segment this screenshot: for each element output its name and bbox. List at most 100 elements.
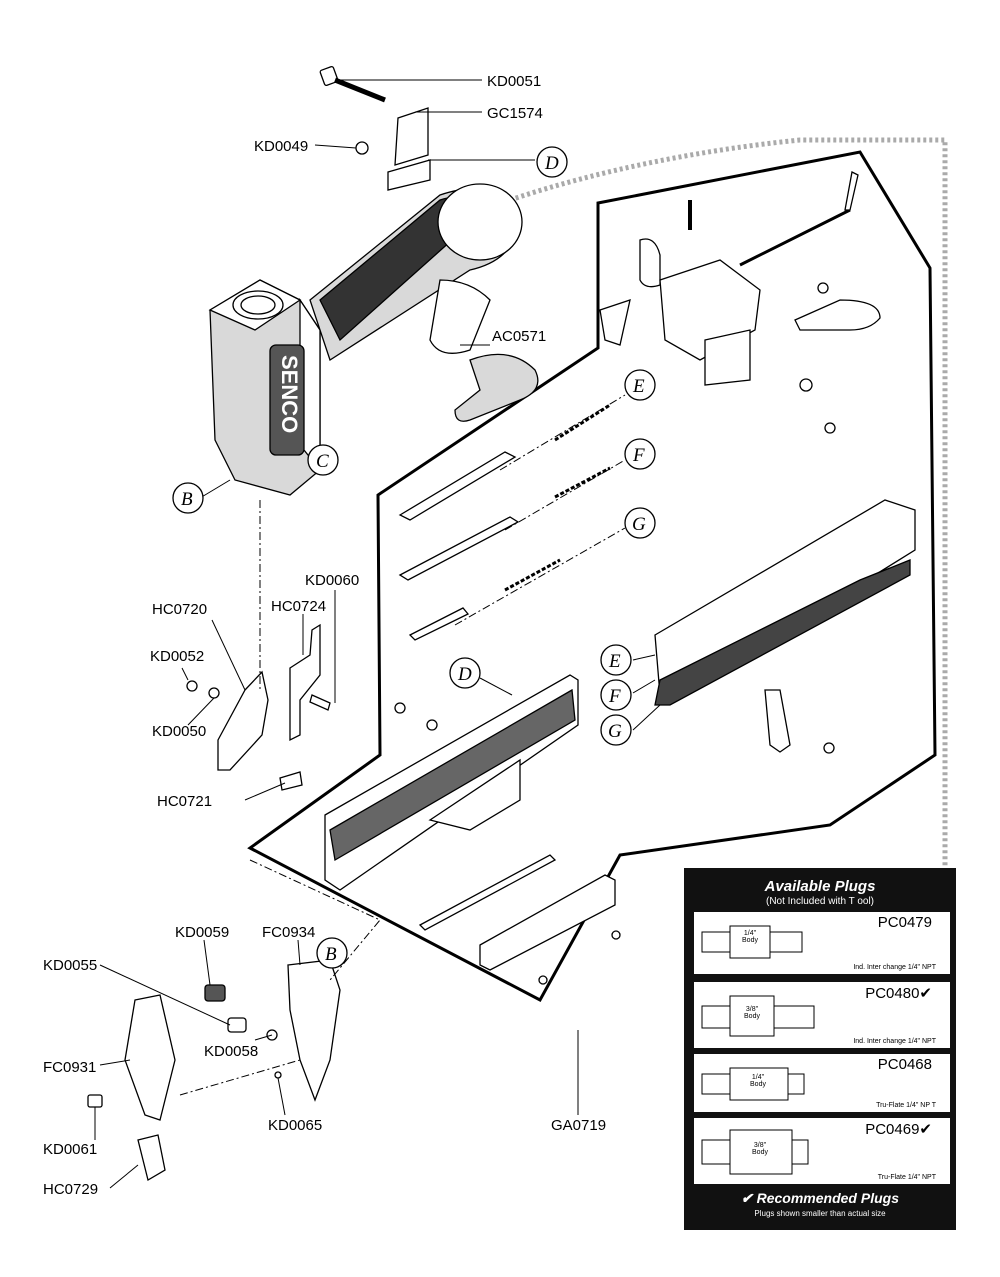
callout-b-bottom: B — [316, 937, 348, 969]
label-hc0724: HC0724 — [271, 598, 326, 615]
kd0061-part — [87, 1094, 103, 1108]
plug-note-4: Tru-Flate 1/4" NPT — [877, 1174, 936, 1181]
svg-text:D: D — [544, 153, 559, 174]
label-kd0050: KD0050 — [152, 723, 206, 740]
svg-text:G: G — [632, 514, 646, 535]
kd0052-part — [186, 680, 198, 692]
kd0059-part — [204, 984, 226, 1002]
kd0065-part — [274, 1071, 282, 1079]
hidden-outline-2 — [249, 859, 381, 981]
plug-dotted-leader — [509, 137, 948, 870]
assembly-boundary — [247, 150, 937, 1003]
plug-code-1: PC0479 — [877, 914, 932, 931]
label-hc0720: HC0720 — [152, 601, 207, 618]
plug-icon-3 — [701, 1067, 805, 1101]
label-kd0058: KD0058 — [204, 1043, 258, 1060]
driver-assembly — [599, 171, 881, 434]
svg-text:F: F — [632, 445, 645, 466]
callout-d-rail: D — [449, 657, 481, 689]
label-kd0059: KD0059 — [175, 924, 229, 941]
kd0051-part — [319, 66, 386, 103]
svg-text:B: B — [325, 944, 337, 965]
plug-icon-1 — [701, 925, 803, 959]
plug-row-3: 1/4" Body PC0468 Tru-Flate 1/4" NP T — [694, 1054, 950, 1112]
kd0049-part — [355, 141, 369, 155]
callout-e-top: E — [624, 369, 656, 401]
label-kd0055: KD0055 — [43, 957, 97, 974]
label-hc0721: HC0721 — [157, 793, 212, 810]
hc0721-part — [279, 771, 303, 791]
brand-text: SENCO — [277, 355, 302, 433]
svg-text:B: B — [181, 489, 193, 510]
plugs-subtitle: (Not Included with T ool) — [765, 896, 875, 907]
plug-code-4: PC0469✔ — [865, 1121, 932, 1138]
pusher-bar — [479, 874, 616, 971]
svg-text:F: F — [608, 686, 621, 707]
kd0055-part — [227, 1017, 247, 1033]
tool-handle — [309, 183, 523, 361]
rail-d — [324, 674, 579, 891]
svg-text:C: C — [316, 451, 329, 472]
callout-c: C — [307, 444, 339, 476]
callout-f-mag: F — [600, 679, 632, 711]
gc1574-part — [394, 107, 429, 166]
callout-b-top: B — [172, 482, 204, 514]
plug-body-1: 1/4" Body — [742, 930, 758, 944]
plug-code-3: PC0468 — [877, 1056, 932, 1073]
available-plugs-panel: Available Plugs (Not Included with T ool… — [684, 868, 956, 1230]
label-fc0931: FC0931 — [43, 1059, 96, 1076]
magazine-assembly — [654, 499, 916, 754]
hc0724-part — [289, 623, 321, 742]
kd0050-part — [208, 687, 220, 699]
plug-row-4: 3/8" Body PC0469✔ Tru-Flate 1/4" NPT — [694, 1118, 950, 1184]
trigger — [429, 279, 491, 354]
plug-body-3: 1/4" Body — [750, 1074, 766, 1088]
label-kd0061: KD0061 — [43, 1141, 97, 1158]
pusher-screw — [611, 930, 621, 940]
callout-f-top: F — [624, 438, 656, 470]
hc0729-part — [137, 1134, 166, 1182]
plug-row-2: 3/8" Body PC0480✔ Ind. Inter change 1/4"… — [694, 982, 950, 1048]
callout-g-mag: G — [600, 714, 632, 746]
plug-code-2: PC0480✔ — [865, 985, 932, 1002]
plug-note-1: Ind. Inter change 1/4" NPT — [853, 964, 936, 971]
plug-row-1: 1/4" Body PC0479 Ind. Inter change 1/4" … — [694, 912, 950, 974]
fc0931-part — [124, 994, 176, 1121]
plug-body-4: 3/8" Body — [752, 1142, 768, 1156]
label-kd0049: KD0049 — [254, 138, 308, 155]
driver-blades — [398, 394, 626, 641]
label-ac0571: AC0571 — [492, 328, 546, 345]
plug-note-3: Tru-Flate 1/4" NP T — [876, 1102, 936, 1109]
label-kd0051: KD0051 — [487, 73, 541, 90]
svg-text:G: G — [608, 721, 622, 742]
pusher-plate — [418, 854, 557, 931]
label-kd0060: KD0060 — [305, 572, 359, 589]
callout-e-mag: E — [600, 644, 632, 676]
fc0934-part — [287, 959, 341, 1102]
plugs-title: Available Plugs — [764, 878, 876, 895]
pusher-screw-2 — [538, 975, 548, 985]
tool-body — [208, 279, 321, 496]
hc0720-part — [217, 670, 269, 771]
svg-text:D: D — [457, 664, 472, 685]
gc1574-base — [387, 159, 431, 191]
label-hc0729: HC0729 — [43, 1181, 98, 1198]
svg-text:E: E — [632, 376, 645, 397]
kd0060-part — [309, 694, 331, 711]
label-kd0052: KD0052 — [150, 648, 204, 665]
plug-body-2: 3/8" Body — [744, 1006, 760, 1020]
ac0571-part — [454, 353, 539, 422]
svg-text:E: E — [608, 651, 621, 672]
plug-note-2: Ind. Inter change 1/4" NPT — [853, 1038, 936, 1045]
recommended-plugs-label: ✔ Recommended Plugs — [741, 1190, 899, 1206]
label-ga0719: GA0719 — [551, 1117, 606, 1134]
label-gc1574: GC1574 — [487, 105, 543, 122]
plugs-footnote: Plugs shown smaller than actual size — [754, 1209, 886, 1218]
callout-g-top: G — [624, 507, 656, 539]
hidden-outline-3 — [179, 1059, 301, 1096]
callout-d-top: D — [536, 146, 568, 178]
plug-icon-4 — [701, 1129, 809, 1175]
leader-lines — [94, 79, 661, 1189]
label-fc0934: FC0934 — [262, 924, 315, 941]
